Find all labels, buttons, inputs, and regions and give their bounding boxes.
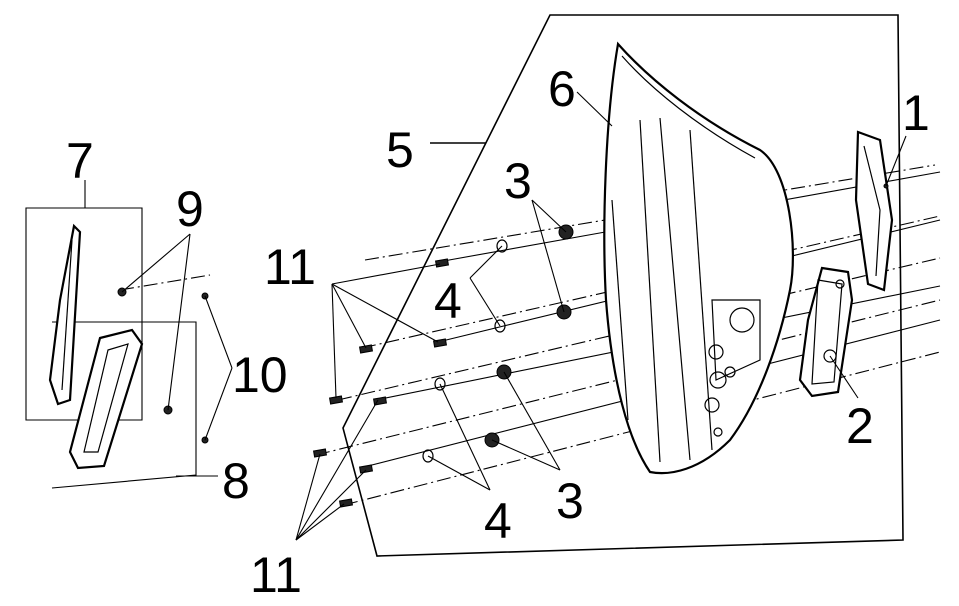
leader-6 [576,91,613,127]
leader-4-c [439,383,491,491]
leader-11-b [331,283,439,343]
leader-11-h [295,503,345,541]
leader-10-a [204,295,233,369]
callout-7: 7 [66,133,94,189]
callout-3-upper: 3 [504,153,532,209]
leader-9-b [167,233,191,411]
leader-9-a [121,233,191,293]
leader-4-a [469,245,503,279]
leader-4-d [427,455,491,491]
leader-3-a [531,199,567,233]
washers [422,239,508,463]
leader-3-c [503,371,561,471]
bracket-part-2 [798,266,854,398]
leader-11-g [295,469,367,541]
leader-3-d [491,439,561,471]
leader-11-d [331,283,337,399]
windshield-part [603,41,795,475]
leader-11-c [331,283,367,349]
callout-3-lower: 3 [556,473,584,529]
leader-2 [829,355,859,399]
callout-5: 5 [386,122,414,178]
callout-11-lower: 11 [250,547,302,603]
callout-11-upper: 11 [264,239,316,295]
callout-9: 9 [176,181,204,237]
box-part-8 [51,321,197,489]
cover-part-8 [68,328,144,470]
leader-3-b [531,199,565,313]
cover-part-7 [48,223,82,406]
callout-6: 6 [548,61,576,117]
leader-11-a [331,263,441,285]
bolts [312,258,450,508]
callout-1: 1 [902,85,930,141]
leader-1 [885,135,907,187]
callout-4-lower: 4 [484,493,512,549]
callout-2: 2 [846,398,874,454]
bracket-part-1 [854,130,894,292]
leader-10-b [204,367,233,441]
assembly-5-outline [342,14,904,557]
callout-8: 8 [222,453,250,509]
callout-10: 10 [232,347,288,403]
leader-4-b [469,277,501,327]
leader-11-f [295,453,321,541]
leader-11-e [295,399,379,541]
callout-4-upper: 4 [434,273,462,329]
box-part-7 [25,207,143,421]
